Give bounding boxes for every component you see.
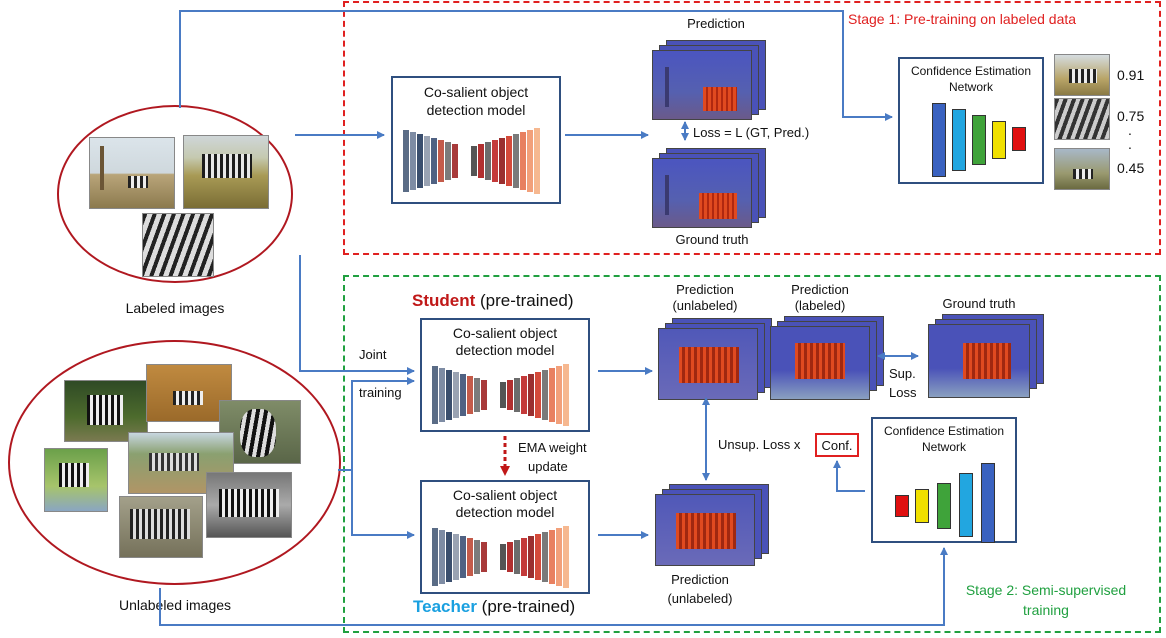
arrow-unlabeled-split: [338, 377, 415, 471]
labeled-photo-zebra-closeup: [142, 213, 214, 277]
unlabeled-images-caption: Unlabeled images: [118, 597, 232, 613]
ema-line2: update: [528, 459, 568, 474]
top-ground-truth-label: Ground truth: [675, 232, 749, 247]
bottom-cen-bar-2: [915, 489, 929, 523]
student-model-network-icon: [432, 364, 569, 426]
bottom-cen-bar-5: [981, 463, 995, 543]
ema-line1: EMA weight: [518, 440, 587, 455]
pred-unlabeled-top-line1: Prediction: [676, 282, 734, 297]
cen-thumb-3: [1054, 148, 1110, 190]
bottom-cen-bar-1: [895, 495, 909, 517]
unlabeled-photo-1: [64, 380, 148, 442]
top-prediction-label: Prediction: [687, 16, 745, 31]
student-label-rest: (pre-trained): [475, 291, 574, 310]
top-model-line2: detection model: [426, 102, 526, 118]
bottom-cen-bar-4: [959, 473, 973, 537]
unsup-loss-label: Unsup. Loss x: [718, 437, 801, 452]
student-detection-model: Co-salient object detection model: [420, 318, 590, 432]
top-loss-label: Loss = L (GT, Pred.): [693, 125, 810, 140]
arrow-cen-to-conf: [833, 460, 865, 492]
bottom-cen-bar-3: [937, 483, 951, 529]
stage2-label-line2: training: [1023, 602, 1069, 618]
arrow-labeled-down: [299, 255, 415, 375]
cen-bar-3: [972, 115, 986, 165]
cen-score-3: 0.45: [1117, 160, 1145, 176]
unlabeled-photo-3: [219, 400, 301, 464]
cen-score-dot-1: .: [1128, 122, 1132, 138]
arrow-unlabeled-bottom-route: [159, 547, 948, 626]
pred-unlabeled-top-line2: (unlabeled): [672, 298, 738, 313]
cen-score-dot-2: .: [1128, 136, 1132, 152]
encoder-layers: [403, 130, 458, 192]
conf-box: Conf.: [815, 433, 859, 457]
student-label-bold: Student: [412, 291, 476, 310]
sup-loss-line2: Loss: [889, 385, 917, 400]
pred-unlabeled-bottom-line1: Prediction: [671, 572, 729, 587]
teacher-model-line1: Co-salient object: [452, 487, 558, 503]
top-model-network-icon: [403, 128, 540, 194]
top-model-line1: Co-salient object: [423, 84, 529, 100]
stage1-label: Stage 1: Pre-training on labeled data: [848, 11, 1077, 27]
teacher-label-rest: (pre-trained): [476, 597, 576, 616]
teacher-model-network-icon: [432, 526, 569, 588]
teacher-detection-model: Co-salient object detection model: [420, 480, 590, 594]
cen-score-1: 0.91: [1117, 67, 1145, 83]
unlabeled-photo-2: [146, 364, 232, 422]
unlabeled-photo-4: [44, 448, 108, 512]
bottom-confidence-network: Confidence Estimation Network: [871, 417, 1017, 543]
cen-thumb-1: [1054, 54, 1110, 96]
stage2-box: [343, 275, 1161, 633]
gt-bottom-label: Ground truth: [942, 296, 1016, 311]
top-confidence-network: Confidence Estimation Network: [898, 57, 1044, 184]
student-label: Student (pre-trained): [412, 291, 574, 311]
cen-bar-1: [932, 103, 946, 177]
labeled-images-ellipse: [57, 105, 293, 283]
top-detection-model: Co-salient object detection model: [391, 76, 561, 204]
teacher-model-line2: detection model: [455, 504, 555, 520]
unlabeled-photo-6: [119, 496, 203, 558]
cen-score-2: 0.75: [1117, 108, 1145, 124]
joint-training-line2: training: [359, 385, 402, 400]
labeled-photo-giraffe: [89, 137, 175, 209]
stage2-label: Stage 2: Semi-supervised training: [946, 580, 1146, 620]
student-model-line2: detection model: [455, 342, 555, 358]
cen-thumb-2: [1054, 98, 1110, 140]
top-cen-line1: Confidence Estimation: [910, 64, 1032, 78]
pred-labeled-line1: Prediction: [791, 282, 849, 297]
arrow-top-route: [179, 10, 893, 121]
joint-training-line1: Joint: [359, 347, 387, 362]
stage2-label-line1: Stage 2: Semi-supervised: [965, 582, 1127, 598]
pred-labeled-line2: (labeled): [794, 298, 846, 313]
teacher-label: Teacher (pre-trained): [413, 597, 575, 617]
bottom-cen-line1: Confidence Estimation: [883, 424, 1005, 438]
sup-loss-line1: Sup.: [889, 366, 916, 381]
teacher-label-bold: Teacher: [413, 597, 477, 616]
labeled-photo-zebras: [183, 135, 269, 209]
cen-bar-2: [952, 109, 966, 171]
unlabeled-photo-5: [128, 432, 234, 494]
pred-unlabeled-bottom-line2: (unlabeled): [667, 591, 733, 606]
unlabeled-photo-7: [206, 472, 292, 538]
arrow-unlabeled-teacher: [351, 470, 415, 539]
labeled-images-caption: Labeled images: [125, 300, 225, 316]
cen-bar-5: [1012, 127, 1026, 151]
top-cen-line2: Network: [948, 80, 993, 94]
student-model-line1: Co-salient object: [452, 325, 558, 341]
bottom-cen-line2: Network: [921, 440, 966, 454]
decoder-layers: [471, 128, 540, 194]
unlabeled-images-ellipse: [8, 340, 341, 585]
cen-bar-4: [992, 121, 1006, 159]
conf-label: Conf.: [821, 438, 853, 453]
stage1-box: [343, 1, 1161, 255]
